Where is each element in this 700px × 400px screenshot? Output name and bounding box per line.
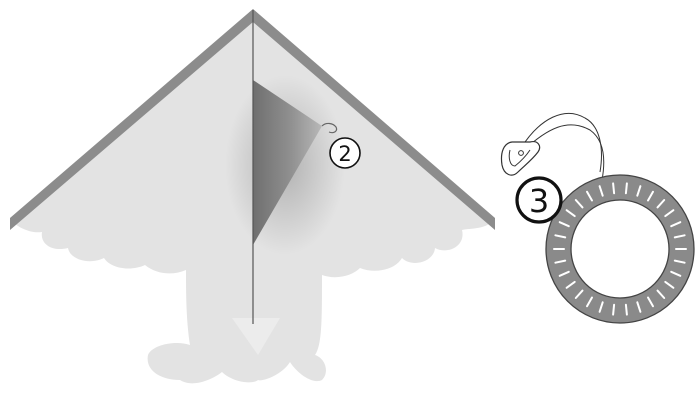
winder-notch xyxy=(598,301,604,313)
callout-2-label: 2 xyxy=(338,142,351,166)
winder-notch xyxy=(554,234,567,239)
winder-notch xyxy=(636,185,642,197)
winder-ring xyxy=(545,174,695,324)
winder-notch xyxy=(670,270,682,277)
winder-notch xyxy=(647,296,654,308)
winder-notch xyxy=(656,199,666,209)
winder-notch xyxy=(647,190,654,202)
winder-notch xyxy=(673,234,686,239)
bridle-ring xyxy=(321,122,338,134)
winder-notch xyxy=(558,221,570,228)
callout-2-circle xyxy=(329,137,361,169)
winder-notch xyxy=(636,301,642,313)
winder-notch xyxy=(574,289,584,299)
winder-notch xyxy=(586,296,593,308)
kite-left-leading-edge xyxy=(10,9,253,230)
kite-right-leading-edge xyxy=(253,9,495,230)
winder-notch xyxy=(598,185,604,197)
winder-notch xyxy=(612,303,616,316)
winder-notch xyxy=(565,280,576,289)
bird-kite-icon xyxy=(10,9,495,384)
kite-leg-gap xyxy=(232,318,280,355)
winder-notch xyxy=(612,182,616,195)
winder-notch xyxy=(664,209,675,218)
callout-3: 3 xyxy=(515,176,563,224)
winder-notch xyxy=(656,289,666,299)
callout-2: 2 xyxy=(329,137,361,169)
winder-notch xyxy=(664,280,675,289)
keel-icon xyxy=(253,80,322,245)
winder-notch xyxy=(574,199,584,209)
line-segment-2 xyxy=(523,124,605,181)
line-clip-icon xyxy=(500,141,541,176)
winder-notch xyxy=(554,259,567,264)
winder-notch xyxy=(673,259,686,264)
winder-notches xyxy=(553,182,687,316)
winder-notch xyxy=(565,209,576,218)
line-segment xyxy=(520,113,602,173)
winder-notch xyxy=(586,190,593,202)
flying-line xyxy=(520,113,605,181)
winder-notch xyxy=(670,221,682,228)
winder-notch xyxy=(558,270,570,277)
callout-3-circle xyxy=(515,176,563,224)
callout-3-label: 3 xyxy=(529,182,549,220)
winder-notch xyxy=(624,182,628,195)
winder-notch xyxy=(624,303,628,316)
line-winder-ring-icon xyxy=(545,174,695,324)
